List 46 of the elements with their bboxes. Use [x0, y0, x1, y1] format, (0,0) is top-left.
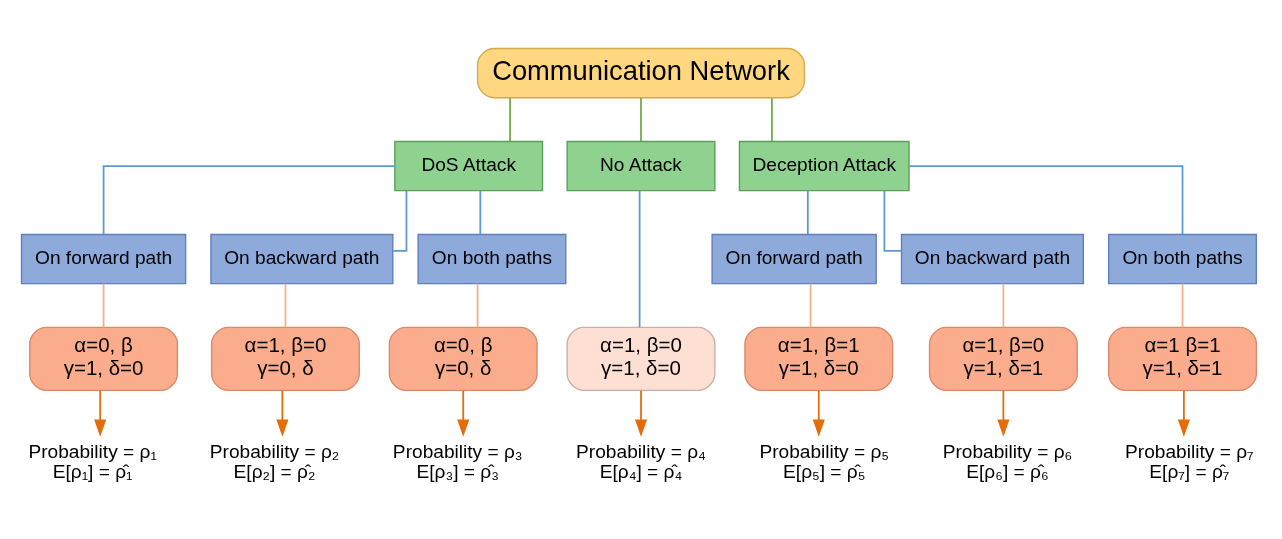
- arrow: [457, 389, 470, 437]
- node-box: On forward path: [20, 233, 187, 284]
- connector: [640, 96, 642, 142]
- node-box: α=1, β=0 γ=1, δ=0: [566, 326, 716, 391]
- node-box: No Attack: [566, 140, 716, 191]
- arrow: [634, 389, 648, 437]
- arrow: [276, 389, 289, 437]
- connector: [392, 189, 408, 252]
- connector: [476, 282, 479, 328]
- node-text: Probability = ρ₃ E[ρ₃] = ρ̂₃: [392, 440, 523, 482]
- node-box: On backward path: [210, 233, 394, 284]
- connector: [908, 164, 1184, 235]
- arrow: [812, 389, 825, 437]
- connector: [102, 164, 396, 235]
- node-text: Probability = ρ₇ E[ρ₇] = ρ̂₇: [1125, 440, 1254, 482]
- node-text: Probability = ρ₆ E[ρ₆] = ρ̂₆: [942, 440, 1073, 482]
- node-box: On both paths: [1108, 233, 1258, 284]
- connector: [809, 282, 812, 328]
- node-box: Communication Network: [476, 47, 806, 98]
- arrow: [1177, 389, 1190, 437]
- node-box: α=0, β γ=1, δ=0: [29, 326, 179, 391]
- connector: [638, 189, 641, 328]
- connector: [509, 96, 511, 142]
- node-box: DoS Attack: [394, 140, 544, 191]
- node-box: On forward path: [711, 233, 877, 284]
- connector: [1002, 282, 1005, 328]
- node-text: Probability = ρ₁ E[ρ₁] = ρ̂₁: [28, 440, 157, 482]
- node-text: Probability = ρ₄ E[ρ₄] = ρ̂₄: [576, 440, 706, 482]
- connector: [102, 282, 105, 328]
- node-box: On backward path: [900, 233, 1085, 284]
- node-box: α=1, β=1 γ=1, δ=0: [744, 326, 894, 391]
- connector: [284, 282, 287, 328]
- connector: [1181, 282, 1184, 328]
- node-box: On both paths: [417, 233, 567, 284]
- connector: [771, 96, 773, 142]
- connector: [806, 189, 809, 235]
- node-box: α=0, β γ=0, δ: [388, 326, 538, 391]
- node-box: α=1, β=0 γ=1, δ=1: [928, 326, 1078, 391]
- connector: [479, 189, 482, 235]
- node-box: α=1 β=1 γ=1, δ=1: [1108, 326, 1258, 391]
- node-box: Deception Attack: [738, 140, 910, 191]
- arrow: [997, 389, 1010, 437]
- node-text: Probability = ρ₂ E[ρ₂] = ρ̂₂: [209, 440, 340, 482]
- arrow: [94, 389, 107, 437]
- node-text: Probability = ρ₅ E[ρ₅] = ρ̂₅: [759, 440, 890, 482]
- node-box: α=1, β=0 γ=0, δ: [210, 326, 360, 391]
